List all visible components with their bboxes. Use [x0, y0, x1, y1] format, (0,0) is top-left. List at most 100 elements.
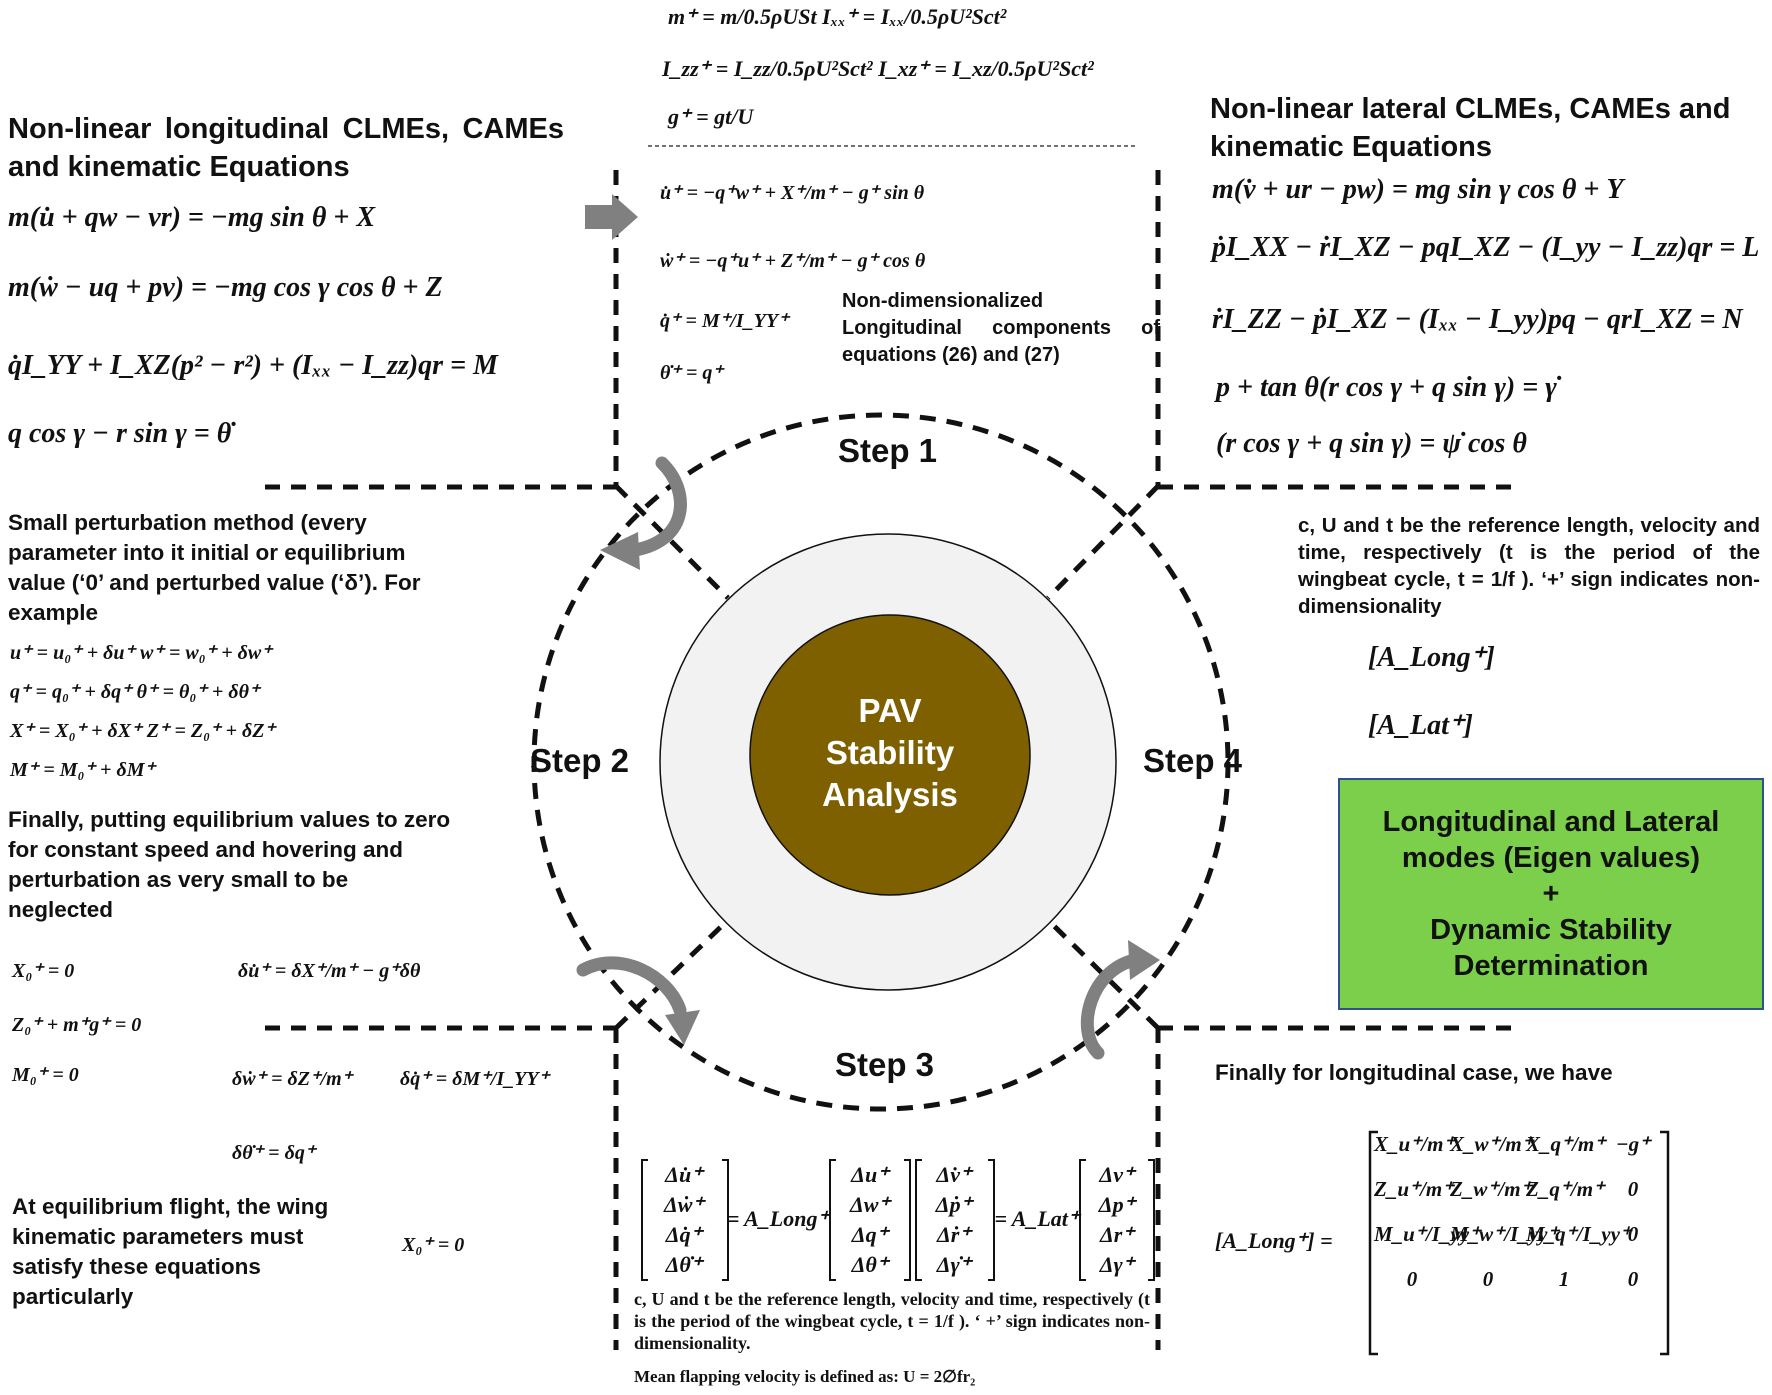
final-cell: Z_w⁺/m⁺	[1450, 1177, 1532, 1201]
lat-eq-5: (r cos γ + q sin γ) = ψ̇ cos θ	[1216, 428, 1527, 459]
step3-rhs-lat-2: Δr⁺	[1100, 1222, 1134, 1247]
final-matrix: X_u⁺/m⁺ X_w⁺/m⁺ X_q⁺/m⁺ −g⁺ Z_u⁺/m⁺ Z_w⁺…	[1374, 1132, 1664, 1292]
step3-rhs-long: Δu⁺ Δw⁺ Δq⁺ Δθ⁺	[836, 1160, 904, 1280]
step3-rhs-long-1: Δw⁺	[849, 1192, 891, 1217]
spokes	[614, 484, 1160, 1030]
top-eq-3: g⁺ = gt/U	[668, 104, 754, 129]
step2-pert-2: δẇ⁺ = δZ⁺/m⁺	[232, 1068, 353, 1090]
step3-lhs-lat-0: Δv̇⁺	[936, 1162, 972, 1187]
result-line-4: Dynamic Stability	[1430, 914, 1672, 946]
final-cell: Z_u⁺/m⁺	[1374, 1177, 1454, 1201]
long-eq-1: m(u̇ + qw − vr) = −mg sin θ + X	[8, 202, 376, 233]
lat-title: Non-linear lateral CLMEs, CAMEs and kine…	[1210, 93, 1731, 163]
final-cell: X_q⁺/m⁺	[1526, 1132, 1606, 1156]
long-eq-4: q cos γ − r sin γ = θ̇	[8, 418, 232, 449]
step3-rhs-lat: Δv⁺ Δp⁺ Δr⁺ Δγ⁺	[1086, 1160, 1148, 1280]
long-eq-3: q̇I_YY + I_XZ(p² − r²) + (Iₓₓ − I_zz)qr …	[8, 350, 498, 381]
result-line-2: modes (Eigen values)	[1401, 842, 1701, 874]
curved-arrows	[576, 456, 1142, 1060]
final-cell: Z_q⁺/m⁺	[1526, 1177, 1605, 1201]
step3-rhs-lat-3: Δγ⁺	[1099, 1252, 1135, 1277]
step-1-label: Step 1	[838, 432, 938, 469]
step3-brackets	[641, 1159, 1155, 1281]
final-cell: M_u⁺/I_yy⁺	[1374, 1222, 1481, 1246]
step3-rhs-lat-1: Δp⁺	[1098, 1192, 1136, 1217]
center-line-3: Analysis	[822, 776, 958, 813]
result-line-3: +	[1542, 878, 1560, 910]
step1-eq-4: θ̇⁺ = q⁺	[660, 362, 723, 384]
center-line-2: Stability	[825, 734, 955, 771]
step2-pert-3: δq̇⁺ = δM⁺/I_YY⁺	[400, 1068, 550, 1090]
step2-zero-2: Z₀⁺ + m⁺g⁺ = 0	[12, 1014, 142, 1036]
result-line-1: Longitudinal and Lateral	[1382, 806, 1720, 838]
step3-rhs-lat-0: Δv⁺	[1099, 1162, 1135, 1187]
step3-lhs-lat-3: Δγ̇⁺	[936, 1252, 972, 1277]
step3-a-lat: = A_Lat⁺	[994, 1206, 1080, 1231]
step2-zero-1: X₀⁺ = 0	[12, 960, 75, 982]
step3-lhs-long-1: Δẇ⁺	[663, 1192, 705, 1217]
final-matrix-grid: X_u⁺/m⁺ X_w⁺/m⁺ X_q⁺/m⁺ −g⁺ Z_u⁺/m⁺ Z_w⁺…	[1374, 1132, 1664, 1292]
step2-eq-1: u⁺ = u₀⁺ + δu⁺ w⁺ = w₀⁺ + δw⁺	[10, 642, 272, 664]
final-lhs: [A_Long⁺] =	[1215, 1228, 1333, 1253]
step2-zero-3: M₀⁺ = 0	[12, 1064, 79, 1086]
final-title: Finally for longitudinal case, we have	[1215, 1060, 1613, 1085]
final-cell: 1	[1558, 1267, 1570, 1291]
lat-eq-4: p + tan θ(r cos γ + q sin γ) = γ̇	[1216, 372, 1557, 403]
final-matrix-brackets	[1368, 1130, 1670, 1356]
step1-eq-2: ẇ⁺ = −q⁺u⁺ + Z⁺/m⁺ − g⁺ cos θ	[660, 250, 926, 272]
step2-intro: Small perturbation method (every paramet…	[8, 510, 421, 625]
step3-lhs-long-2: Δq̇⁺	[665, 1222, 703, 1247]
step3-a-lat-label: A_Lat⁺	[1011, 1206, 1080, 1231]
center-line-1: PAV	[858, 692, 922, 729]
step3-rhs-long-2: Δq⁺	[851, 1222, 889, 1247]
step4-mat-long: [A_Long⁺]	[1368, 642, 1495, 673]
step1-note: Non-dimensionalized Longitudinal compone…	[842, 290, 1160, 366]
step3-lhs-long-0: Δu̇⁺	[665, 1162, 703, 1187]
top-eq-2: I_zz⁺ = I_zz/0.5ρU²Sct² I_xz⁺ = I_xz/0.5…	[662, 56, 1094, 81]
long-title: Non-linear longitudinal CLMEs, CAMEs and…	[8, 113, 564, 183]
final-cell: X_w⁺/m⁺	[1450, 1132, 1533, 1156]
lat-eq-1: m(v̇ + ur − pw) = mg sin γ cos θ + Y	[1212, 174, 1624, 205]
step3-note-2: Mean flapping velocity is defined as: U …	[634, 1367, 976, 1386]
final-cell: 0	[1482, 1267, 1494, 1291]
step-4-label: Step 4	[1143, 742, 1243, 779]
step2-finally: Finally, putting equilibrium values to z…	[8, 807, 451, 922]
final-cell: 0	[1627, 1267, 1639, 1291]
step2-eq-4: M⁺ = M₀⁺ + δM⁺	[10, 759, 156, 781]
final-cell: −g⁺	[1615, 1132, 1651, 1156]
final-cell: M_q⁺/I_yy⁺	[1526, 1222, 1631, 1246]
step2-eq-3: X⁺ = X₀⁺ + δX⁺ Z⁺ = Z₀⁺ + δZ⁺	[10, 720, 276, 742]
long-eq-2: m(ẇ − uq + pv) = −mg cos γ cos θ + Z	[8, 272, 443, 303]
lat-eq-3: ṙI_ZZ − ṗI_XZ − (Iₓₓ − I_yy)pq − qrI_X…	[1212, 304, 1743, 335]
step3-a-long: = A_Long⁺	[726, 1206, 830, 1231]
step2-equil: At equilibrium flight, the wing kinemati…	[12, 1194, 329, 1309]
arrowheads	[600, 532, 1160, 1045]
lat-eq-2: ṗI_XX − ṙI_XZ − pqI_XZ − (I_yy − I_zz)…	[1212, 232, 1760, 263]
step3-lhs-lat-2: Δṙ⁺	[937, 1222, 971, 1247]
final-cell: 0	[1627, 1177, 1639, 1201]
step3-note: c, U and t be the reference length, velo…	[634, 1289, 1150, 1353]
step3-lhs-lat: Δv̇⁺ Δṗ⁺ Δṙ⁺ Δγ̇⁺	[920, 1160, 988, 1280]
step4-mat-lat: [A_Lat⁺]	[1368, 710, 1473, 741]
step3-lhs-lat-1: Δṗ⁺	[935, 1192, 973, 1217]
step-2-label: Step 2	[530, 742, 630, 779]
center-circle	[749, 614, 1031, 896]
top-eq-1: m⁺ = m/0.5ρUSt Iₓₓ⁺ = Iₓₓ/0.5ρU²Sct²	[668, 4, 1007, 29]
step4-note: c, U and t be the reference length, velo…	[1298, 514, 1760, 618]
final-cell: 0	[1406, 1267, 1418, 1291]
step3-lhs-long-3: Δθ̇⁺	[665, 1252, 703, 1277]
outer-dashed-circle	[531, 412, 1231, 1112]
step3-rhs-long-0: Δu⁺	[851, 1162, 889, 1187]
step2-pert-1: δu̇⁺ = δX⁺/m⁺ − g⁺δθ	[238, 960, 421, 982]
step-3-label: Step 3	[835, 1046, 935, 1083]
step2-eq-2: q⁺ = q₀⁺ + δq⁺ θ⁺ = θ₀⁺ + δθ⁺	[10, 681, 260, 703]
step2-pert-4: δθ̇⁺ = δq⁺	[232, 1142, 316, 1164]
dividers	[265, 170, 1512, 1350]
step2-equil-eq: X₀⁺ = 0	[402, 1234, 465, 1256]
step1-eq-3: q̇⁺ = M⁺/I_YY⁺	[660, 310, 789, 332]
step3-lhs-long: Δu̇⁺ Δẇ⁺ Δq̇⁺ Δθ̇⁺	[646, 1160, 722, 1280]
center-label: PAV Stability Analysis	[750, 690, 1030, 816]
final-cell: M_w⁺/I_yy⁺	[1450, 1222, 1559, 1246]
result-line-5: Determination	[1453, 950, 1649, 982]
